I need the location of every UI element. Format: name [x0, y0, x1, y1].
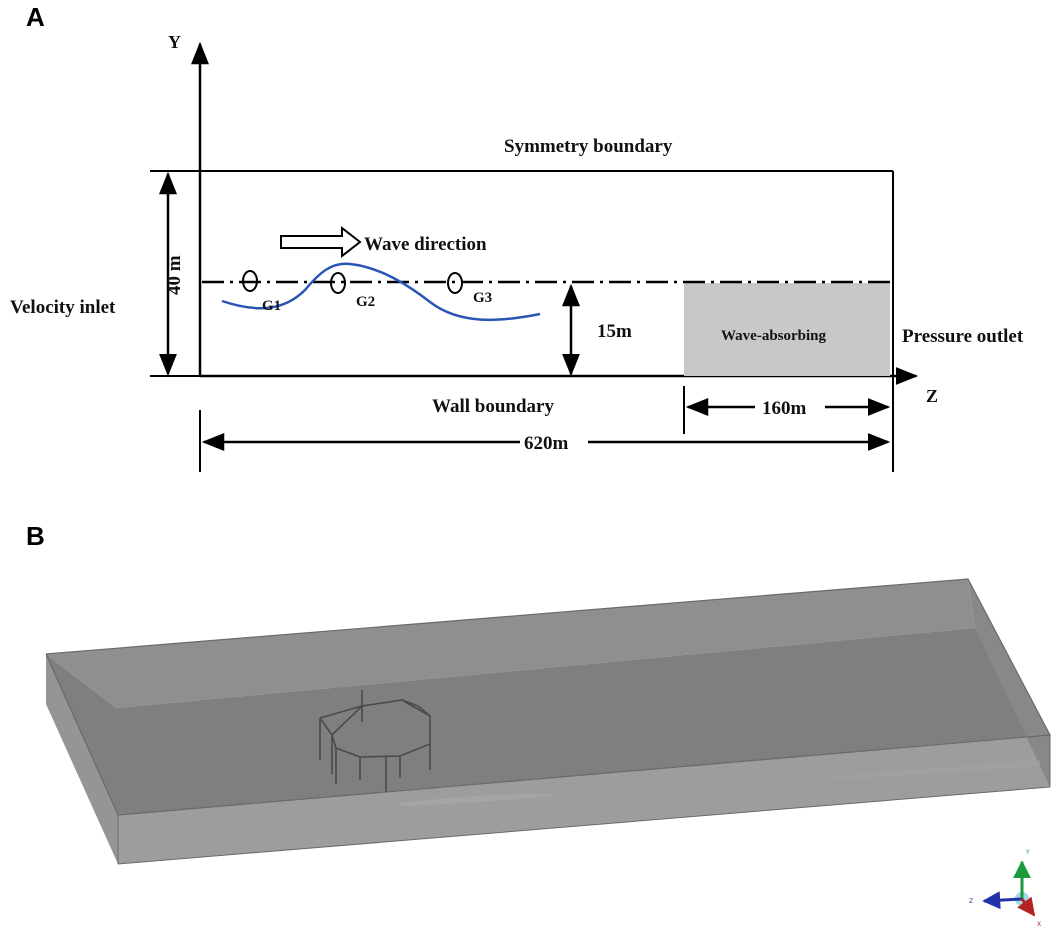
triad-z-arrow: [982, 891, 1023, 910]
depth-dimension-label: 15m: [597, 321, 632, 342]
height-dimension-label: 40 m: [164, 255, 185, 295]
triad-z-label: Z: [969, 898, 973, 905]
wave-direction-arrow: [280, 225, 362, 259]
gauge-g1-marker: [242, 270, 258, 292]
z-axis-label: Z: [926, 386, 938, 406]
box-back-wall: [46, 579, 975, 708]
box-top-surface: [46, 628, 1050, 815]
panel-a-letter: A: [26, 2, 45, 32]
surface-wave-streak: [400, 793, 560, 806]
length-dim-label: 620m: [524, 433, 569, 454]
gauge-g2-label: G2: [356, 294, 375, 310]
coordinate-triad: Y Z X: [969, 849, 1041, 928]
panel-a: A Y Z Wave-absorbing G1 G2 G3 Wave direc…: [10, 2, 1024, 472]
panel-b-letter: B: [26, 521, 45, 551]
panel-b: B: [26, 521, 1051, 928]
wave-curve: [221, 262, 541, 322]
gauge-g3-marker: [447, 272, 463, 294]
triad-x-label: X: [1037, 921, 1041, 928]
net-cage-frame: [319, 690, 431, 792]
gauge-g1-label: G1: [262, 298, 281, 314]
triad-y-label: Y: [1025, 849, 1030, 856]
wave-absorbing-zone: [684, 283, 890, 376]
wave-absorbing-label: Wave-absorbing: [721, 328, 827, 344]
symmetry-boundary-label: Symmetry boundary: [504, 136, 673, 157]
wall-boundary-label: Wall boundary: [432, 396, 554, 417]
box-front-face: [118, 735, 1050, 864]
box-left-face: [46, 654, 118, 864]
gauge-g2-marker: [330, 272, 346, 294]
gauge-g3-label: G3: [473, 290, 492, 306]
box-bottom-edge: [117, 786, 1051, 865]
velocity-inlet-label: Velocity inlet: [10, 297, 116, 318]
triad-x-arrow: [1017, 896, 1036, 917]
absorbing-dim-label: 160m: [762, 398, 807, 419]
wave-direction-label: Wave direction: [364, 234, 487, 255]
box-right-face: [968, 579, 1050, 787]
pressure-outlet-label: Pressure outlet: [902, 326, 1024, 347]
y-axis-label: Y: [168, 32, 181, 52]
surface-wave-streak-2: [820, 760, 1040, 781]
